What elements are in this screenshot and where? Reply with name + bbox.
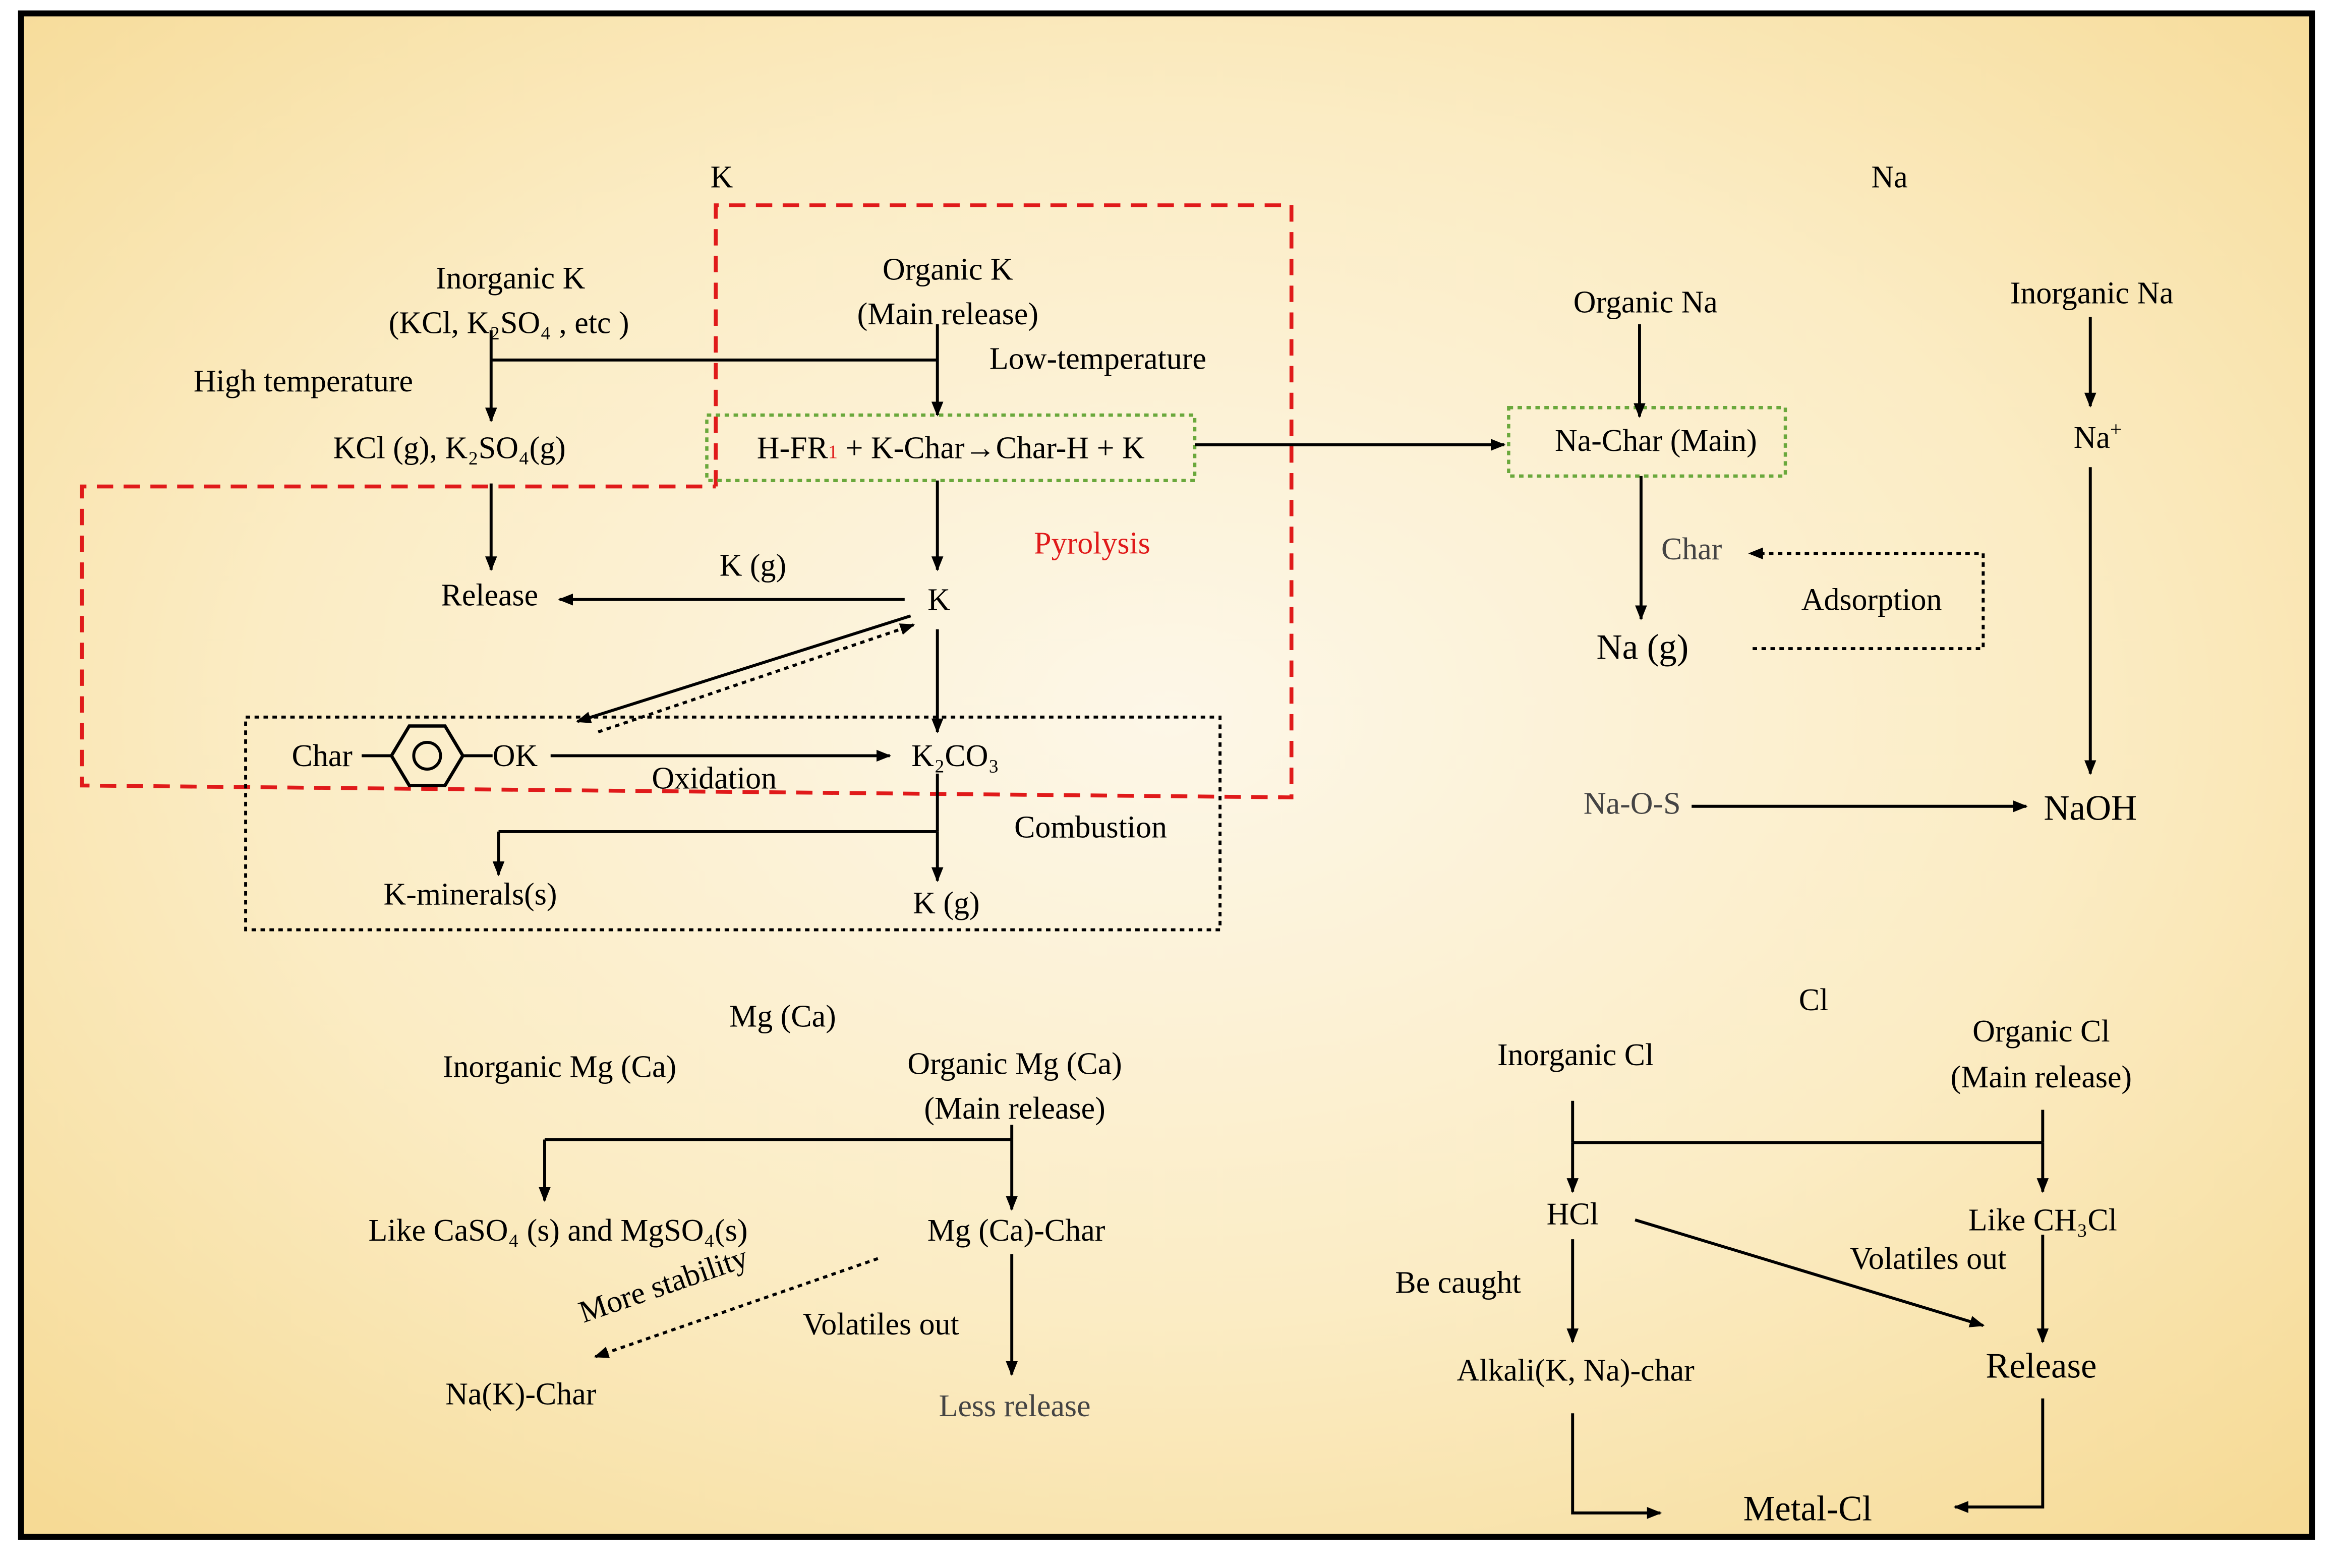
organic-mg-label: Organic Mg (Ca) xyxy=(907,1047,1122,1081)
ok-label: OK xyxy=(493,739,538,773)
inorganic-na-label: Inorganic Na xyxy=(2010,276,2174,311)
cl-volatiles-out-label: Volatiles out xyxy=(1850,1242,2006,1276)
low-temperature-label: Low-temperature xyxy=(989,342,1206,376)
oxidation-label: Oxidation xyxy=(652,761,777,795)
inorganic-cl-label: Inorganic Cl xyxy=(1497,1038,1654,1072)
mg-title: Mg (Ca) xyxy=(729,999,836,1033)
k-section: K Inorganic K (KCl, K₂SO₄ , etc ) Organi… xyxy=(80,160,1506,932)
na-gas-label: Na (g) xyxy=(1596,628,1688,667)
inorganic-k-detail: (KCl, K₂SO₄ , etc ) xyxy=(389,306,629,340)
mg-char-label: Mg (Ca)-Char xyxy=(927,1213,1105,1248)
high-temperature-label: High temperature xyxy=(194,364,413,398)
diagram-frame xyxy=(18,10,2315,1540)
alkali-char-label: Alkali(K, Na)-char xyxy=(1457,1353,1695,1387)
k-gas-label: K (g) xyxy=(720,549,786,583)
organic-k-label: Organic K xyxy=(883,253,1013,287)
inorganic-mg-label: Inorganic Mg (Ca) xyxy=(443,1050,676,1084)
hcl-to-release-arrow xyxy=(1635,1218,1985,1327)
organic-k-detail: (Main release) xyxy=(857,297,1038,331)
release-label: Release xyxy=(441,578,539,613)
be-caught-label: Be caught xyxy=(1395,1265,1521,1300)
alkali-to-metal-cl-arrow xyxy=(1571,1413,1662,1519)
na-section: Na Organic Na Inorganic Na Na-Char (Main… xyxy=(1507,160,2174,828)
less-release-label: Less release xyxy=(939,1389,1091,1423)
combustion-label: Combustion xyxy=(1014,810,1167,845)
cl-title: Cl xyxy=(1799,983,1829,1017)
combustion-box xyxy=(244,715,1222,932)
cl-section: Cl Inorganic Cl Organic Cl (Main release… xyxy=(1395,983,2132,1529)
adsorption-loop xyxy=(1748,547,1985,651)
pyrolysis-label: Pyrolysis xyxy=(1034,526,1150,560)
organic-mg-detail: (Main release) xyxy=(924,1091,1105,1126)
na-char-label: Na-Char (Main) xyxy=(1555,424,1757,458)
ch3cl-label: Like CH₃Cl xyxy=(1968,1203,2117,1237)
reaction-box xyxy=(705,413,1197,483)
na-ion-label: Na+ xyxy=(2074,417,2122,455)
release-to-metal-cl-arrow xyxy=(1953,1398,2045,1513)
adsorption-label: Adsorption xyxy=(1801,583,1942,617)
k-minerals-label: K-minerals(s) xyxy=(383,877,557,911)
inorganic-k-label: Inorganic K xyxy=(436,261,586,296)
k-gas-final-label: K (g) xyxy=(913,886,979,920)
pyrolysis-region xyxy=(80,203,1294,799)
na-title: Na xyxy=(1871,160,1907,195)
kcl-gas-label: KCl (g), K₂SO₄(g) xyxy=(333,431,566,466)
mg-section: Mg (Ca) Inorganic Mg (Ca) Organic Mg (Ca… xyxy=(369,999,1122,1423)
mg-volatiles-out-label: Volatiles out xyxy=(802,1307,959,1342)
char-adsorbent-label: Char xyxy=(1661,532,1722,566)
na-char-box xyxy=(1507,405,1787,478)
k-node: K xyxy=(927,583,950,617)
k2co3-label: K₂CO₃ xyxy=(911,739,999,773)
k-title: K xyxy=(711,160,733,195)
organic-na-label: Organic Na xyxy=(1574,285,1718,319)
organic-cl-label: Organic Cl xyxy=(1972,1014,2110,1049)
sulfates-label: Like CaSO₄ (s) and MgSO₄(s) xyxy=(369,1213,748,1248)
hcl-label: HCl xyxy=(1547,1197,1599,1232)
metal-cl-label: Metal-Cl xyxy=(1743,1489,1873,1529)
naoh-label: NaOH xyxy=(2044,788,2137,828)
phenoxide-to-k-dotted-arrow xyxy=(598,623,915,734)
reaction-equation: H-FR1 + K-Char→Char-H + K xyxy=(757,431,1145,466)
organic-cl-detail: (Main release) xyxy=(1951,1060,2132,1094)
na-o-s-label: Na-O-S xyxy=(1584,786,1681,821)
cl-release-label: Release xyxy=(1986,1346,2096,1385)
k-to-phenoxide-arrow xyxy=(576,614,911,723)
na-k-char-label: Na(K)-Char xyxy=(445,1377,597,1412)
char-label: Char xyxy=(292,739,353,773)
